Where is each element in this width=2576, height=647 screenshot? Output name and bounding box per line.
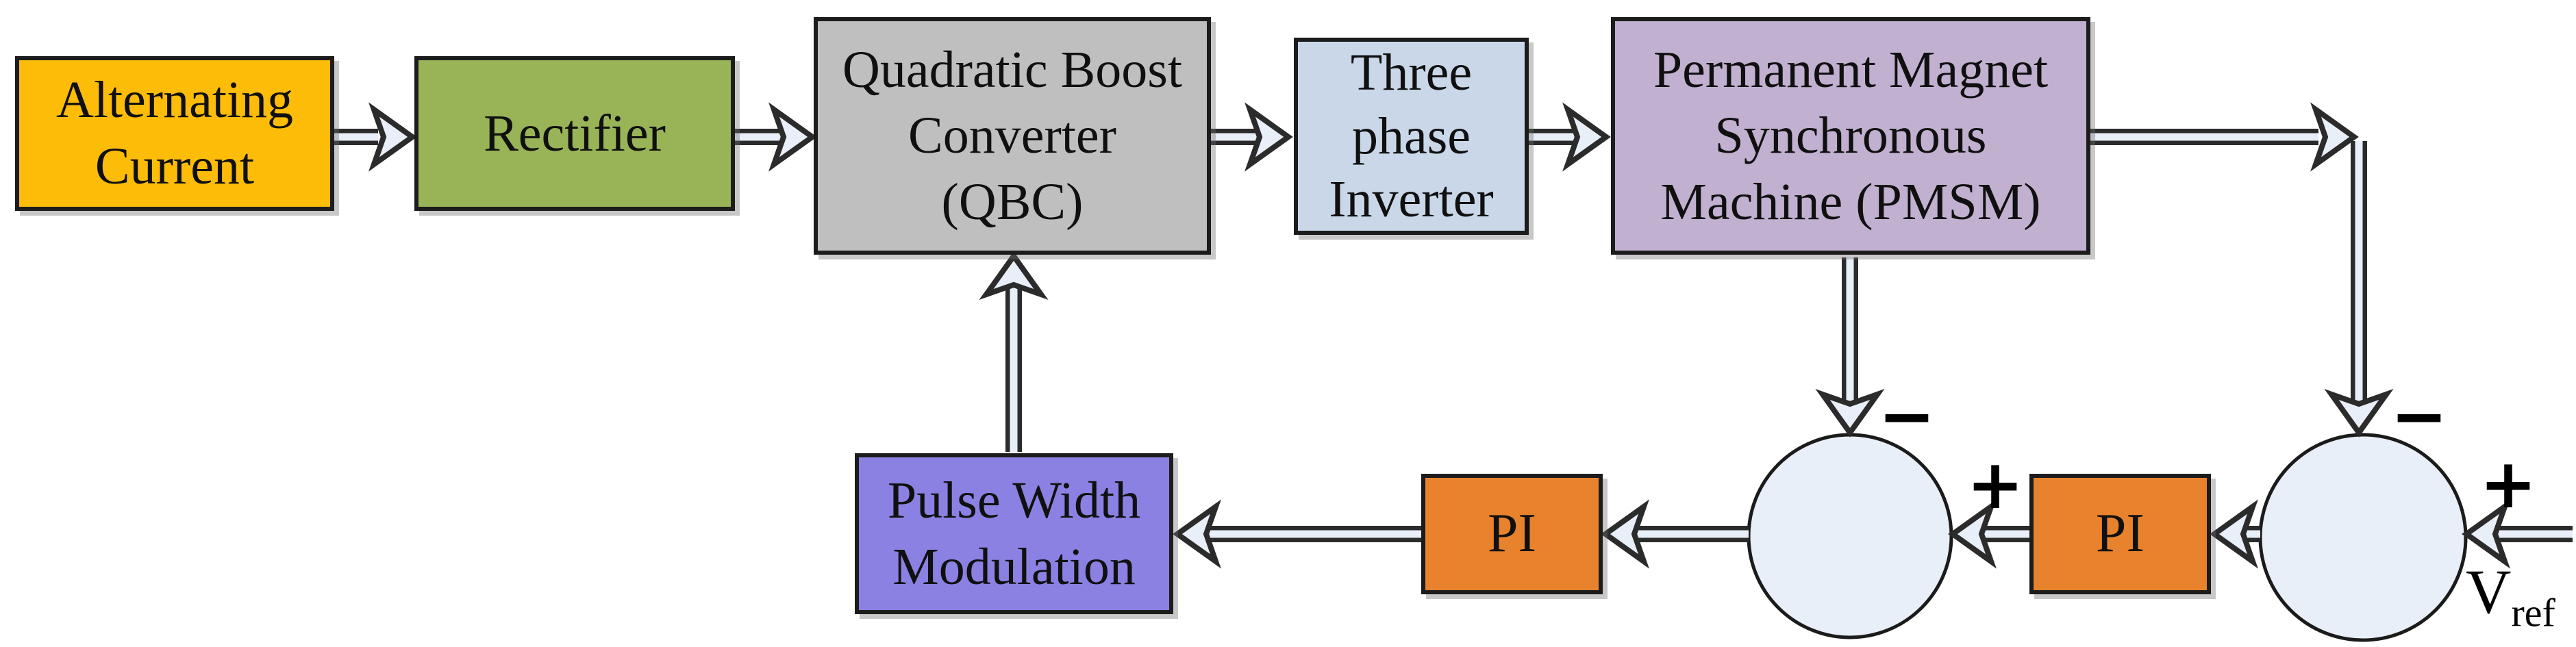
arrow-right-junction-to-pi <box>2210 499 2260 569</box>
minus-sign-left-junction: − <box>1878 376 1936 456</box>
arrow-qbc-to-inverter <box>1211 102 1293 172</box>
arrow-inverter-to-pmsm <box>1529 102 1611 172</box>
vref-label: Vref <box>2466 560 2555 633</box>
arrow-pi-to-pwm <box>1173 499 1421 569</box>
block-label: PI <box>1487 503 1537 564</box>
arrow-pmsm-down-left-junction <box>1815 257 1885 437</box>
block-label: Three phase Inverter <box>1329 43 1494 229</box>
block-label: Quadratic Boost Converter (QBC) <box>842 40 1182 231</box>
block-label: Pulse Width Modulation <box>887 471 1141 596</box>
block-rectifier: Rectifier <box>414 56 735 211</box>
block-three-phase-inverter: Three phase Inverter <box>1294 38 1529 235</box>
block-quadratic-boost-converter: Quadratic Boost Converter (QBC) <box>814 17 1211 255</box>
arrow-rectifier-to-qbc <box>735 102 817 172</box>
summing-junction-right <box>2258 433 2468 642</box>
plus-sign-left-junction: + <box>1966 444 2024 524</box>
block-pmsm: Permanent Magnet Synchronous Machine (PM… <box>1611 17 2090 255</box>
arrow-pmsm-feedback-horizontal <box>2090 102 2359 172</box>
arrow-pwm-to-qbc <box>979 251 1049 452</box>
block-pi-controller-left: PI <box>1421 474 1603 594</box>
vref-base: V <box>2466 557 2512 626</box>
block-label: Rectifier <box>484 104 666 162</box>
plus-sign-right-junction: + <box>2479 444 2537 524</box>
block-label: PI <box>2095 503 2145 564</box>
arrow-pi-to-left-junction <box>1948 499 2029 569</box>
block-pi-controller-right: PI <box>2029 474 2211 594</box>
summing-junction-left <box>1747 433 1953 639</box>
block-alternating-current: Alternating Current <box>15 56 334 211</box>
block-pulse-width-modulation: Pulse Width Modulation <box>855 453 1173 614</box>
minus-sign-right-junction: − <box>2390 376 2448 456</box>
arrow-feedback-down-right <box>2324 141 2394 437</box>
block-label: Permanent Magnet Synchronous Machine (PM… <box>1653 40 2049 231</box>
arrow-ac-to-rectifier <box>334 102 417 172</box>
vref-subscript: ref <box>2511 590 2555 635</box>
arrow-left-junction-to-pi <box>1601 499 1749 569</box>
block-label: Alternating Current <box>55 71 294 195</box>
arrow-vref-to-right-junction <box>2462 499 2573 569</box>
